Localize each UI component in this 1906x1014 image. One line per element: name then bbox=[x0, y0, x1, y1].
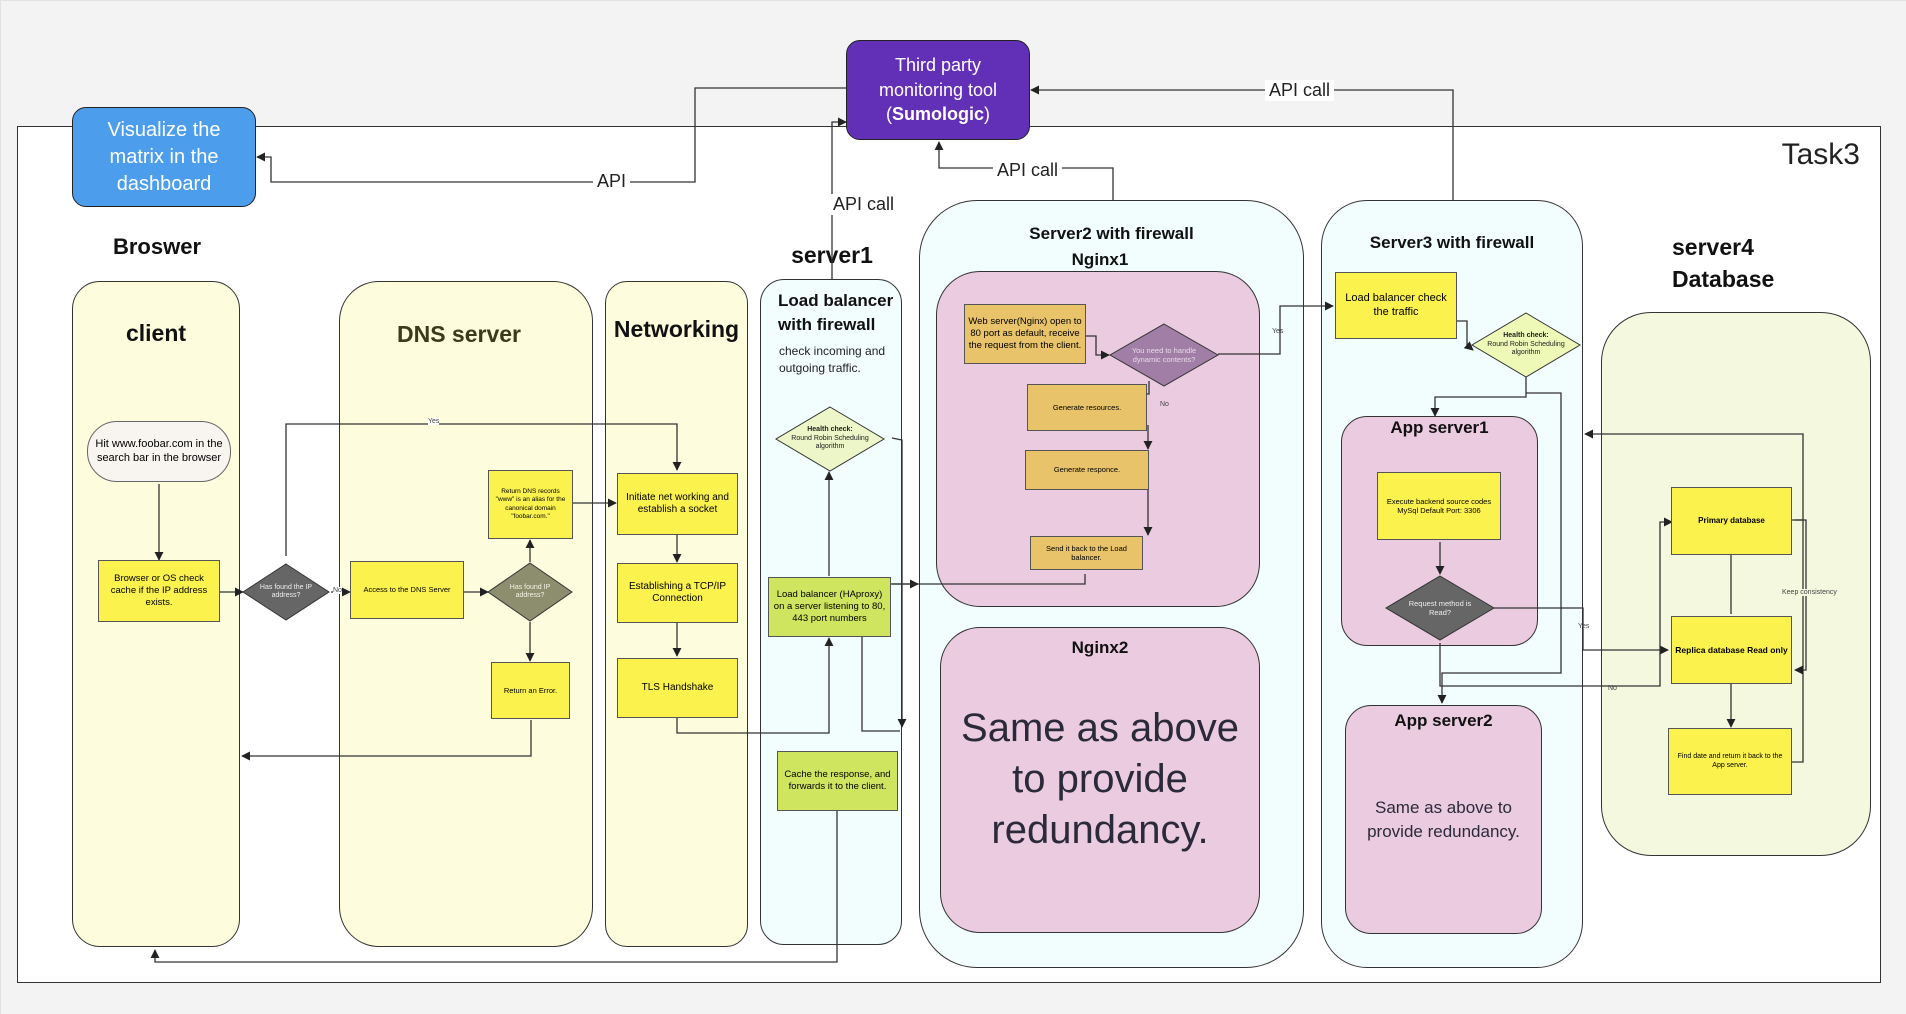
primary-database-node[interactable]: Primary database bbox=[1671, 487, 1792, 555]
replica-database-node[interactable]: Replica database Read only bbox=[1671, 616, 1792, 684]
access-dns-node[interactable]: Access to the DNS Server bbox=[350, 561, 464, 619]
client-title: client bbox=[125, 320, 187, 346]
find-data-node[interactable]: Find date and return it back to the App … bbox=[1668, 728, 1792, 795]
yes-label-nginx: Yes bbox=[1272, 328, 1284, 335]
tcp-connection-node[interactable]: Establishing a TCP/IP Connection bbox=[617, 563, 738, 623]
sumologic-label: Sumologic bbox=[891, 104, 984, 125]
web-server-node[interactable]: Web server(Nginx) open to 80 port as def… bbox=[964, 304, 1086, 364]
nginx2-container bbox=[940, 627, 1260, 933]
app-server1-title: App server1 bbox=[1390, 418, 1489, 437]
nginx1-title: Nginx1 bbox=[1071, 250, 1129, 269]
handle-dynamic-diamond[interactable]: You need to handle dynamic contents? bbox=[1109, 323, 1219, 387]
replica-database-label: Replica database Read only bbox=[1675, 644, 1788, 655]
dns-title: DNS server bbox=[396, 321, 522, 347]
initiate-networking-node[interactable]: Initiate net working and establish a soc… bbox=[617, 473, 738, 535]
tls-handshake-node[interactable]: TLS Handshake bbox=[617, 658, 738, 718]
dns-has-found-ip-label: Has found IP address? bbox=[509, 583, 551, 599]
monitoring-line2: monitoring tool bbox=[878, 79, 998, 100]
server4-title-line1: server4 bbox=[1672, 234, 1754, 260]
visualize-label: Visualize the matrix in the dashboard bbox=[107, 118, 221, 195]
health-check-1-text: Round Robin Scheduling algorithm bbox=[791, 434, 869, 451]
yes-label-db: Yes bbox=[1578, 623, 1590, 630]
generate-response-node[interactable]: Generate responce. bbox=[1025, 450, 1149, 490]
keep-consistency-label: Keep consistency bbox=[1782, 589, 1837, 596]
health-check-diamond-2[interactable]: Health check:Round Robin Scheduling algo… bbox=[1471, 312, 1581, 378]
lb-check-traffic-node[interactable]: Load balancer check the traffic bbox=[1335, 272, 1457, 339]
nginx2-title: Nginx2 bbox=[1071, 638, 1129, 657]
return-dns-records-node[interactable]: Return DNS records "www" is an alias for… bbox=[488, 470, 573, 539]
no-label-db: No bbox=[1608, 685, 1617, 692]
handle-dynamic-label: You need to handle dynamic contents? bbox=[1131, 346, 1197, 364]
browser-heading: Broswer bbox=[112, 234, 202, 259]
server3-title: Server3 with firewall bbox=[1369, 233, 1535, 252]
networking-title: Networking bbox=[613, 316, 740, 342]
has-found-ip-label: Has found the IP address? bbox=[259, 583, 313, 599]
cache-check-node[interactable]: Browser or OS check cache if the IP addr… bbox=[98, 560, 220, 622]
hit-search-bar-node[interactable]: Hit www.foobar.com in the search bar in … bbox=[87, 421, 231, 482]
dns-has-found-ip-diamond[interactable]: Has found IP address? bbox=[487, 562, 573, 622]
has-found-ip-diamond[interactable]: Has found the IP address? bbox=[242, 563, 330, 621]
primary-database-label: Primary database bbox=[1698, 516, 1765, 525]
app-server2-container bbox=[1345, 705, 1542, 934]
monitoring-line1: Third party bbox=[894, 54, 982, 75]
backend-code-node[interactable]: Execute backend source codes MySql Defau… bbox=[1377, 472, 1501, 540]
request-read-diamond[interactable]: Request method is Read? bbox=[1385, 575, 1495, 641]
yes-label-top: Yes bbox=[428, 418, 440, 425]
app-server2-title: App server2 bbox=[1394, 711, 1493, 730]
haproxy-node[interactable]: Load balancer (HAproxy) on a server list… bbox=[768, 577, 891, 637]
health-check-2-text: Round Robin Scheduling algorithm bbox=[1487, 340, 1565, 357]
no-label-browser: No bbox=[333, 587, 342, 594]
health-check-2-bold: Health check: bbox=[1503, 332, 1549, 340]
no-label-nginx: No bbox=[1160, 401, 1169, 408]
health-check-1-bold: Health check: bbox=[807, 426, 853, 434]
send-back-node[interactable]: Send it back to the Load balancer. bbox=[1030, 536, 1143, 570]
monitoring-tool-box[interactable]: Third party monitoring tool (Sumologic) bbox=[846, 40, 1030, 140]
api-call-label-server3: API call bbox=[1265, 80, 1335, 101]
api-label: API bbox=[593, 171, 631, 192]
visualize-dashboard-box[interactable]: Visualize the matrix in the dashboard bbox=[72, 107, 256, 207]
api-call-label-server2: API call bbox=[993, 160, 1063, 181]
server4-title-line2: Database bbox=[1672, 266, 1775, 292]
request-read-label: Request method is Read? bbox=[1408, 599, 1472, 617]
health-check-diamond-1[interactable]: Health check:Round Robin Scheduling algo… bbox=[775, 406, 885, 472]
nginx2-body: Same as above to provide redundancy. bbox=[961, 706, 1239, 853]
lb-title: Load balancer with firewall bbox=[778, 291, 894, 334]
api-call-label-server1: API call bbox=[829, 194, 899, 215]
frame-title: Task3 bbox=[1781, 138, 1860, 171]
generate-resources-node[interactable]: Generate resources. bbox=[1027, 384, 1147, 431]
return-error-node[interactable]: Return an Error. bbox=[491, 662, 570, 719]
lb-subtitle: check incoming and outgoing traffic. bbox=[779, 344, 886, 375]
server2-title: Server2 with firewall bbox=[1029, 224, 1194, 243]
app-server2-body: Same as above to provide redundancy. bbox=[1367, 798, 1520, 841]
cache-response-node[interactable]: Cache the response, and forwards it to t… bbox=[777, 751, 898, 811]
monitoring-line3: (Sumologic) bbox=[885, 104, 990, 125]
